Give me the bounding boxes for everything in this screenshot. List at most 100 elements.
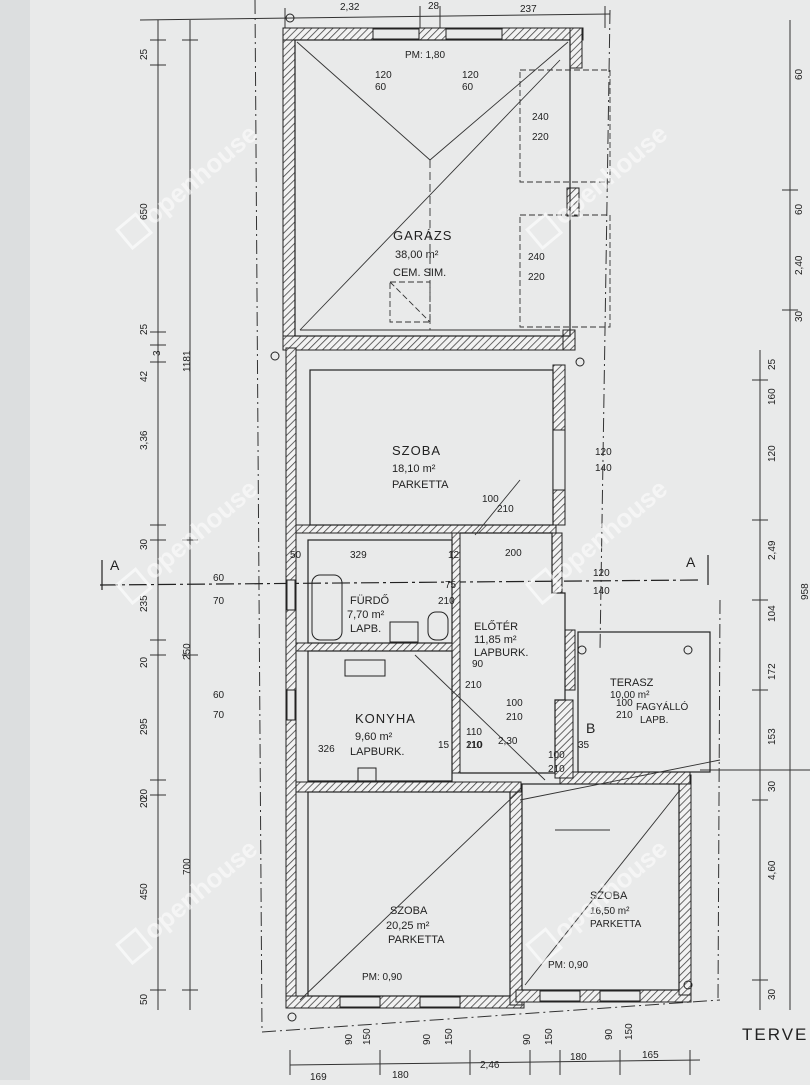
room-name: ELŐTÉR bbox=[474, 619, 518, 633]
room-hall: ELŐTÉR 11,85 m² LAPBURK. bbox=[474, 619, 528, 659]
svg-text:2,40: 2,40 bbox=[794, 255, 805, 275]
svg-text:100: 100 bbox=[548, 750, 565, 761]
svg-text:210: 210 bbox=[438, 596, 455, 607]
parapet-room-left: PM: 0,90 bbox=[362, 972, 402, 983]
svg-text:150: 150 bbox=[624, 1023, 635, 1040]
svg-text:25: 25 bbox=[139, 48, 150, 60]
room-area: 10,00 m² bbox=[610, 690, 650, 701]
svg-text:28: 28 bbox=[428, 1, 440, 12]
svg-text:15: 15 bbox=[438, 740, 450, 751]
svg-text:30: 30 bbox=[794, 310, 805, 322]
left-dimensions: 25 650 25 42 3 3,36 30 235 20 250 20 295… bbox=[139, 48, 193, 1005]
svg-text:240: 240 bbox=[528, 252, 545, 263]
kitchen-fixtures bbox=[344, 659, 386, 783]
room-floor: PARKETTA bbox=[392, 479, 449, 491]
room-area: 11,85 m² bbox=[474, 634, 517, 646]
room-bathroom: FÜRDŐ 7,70 m² LAPB. bbox=[347, 593, 390, 635]
section-b: B bbox=[586, 720, 595, 736]
room-name: GARÁZS bbox=[393, 228, 452, 243]
bottom-dimensions: 90 150 90 150 90 150 90 150 2,46 180 165… bbox=[310, 1023, 659, 1083]
svg-text:160: 160 bbox=[767, 388, 778, 405]
walls bbox=[282, 27, 692, 1009]
right-dimension-lines bbox=[700, 20, 810, 1010]
svg-text:172: 172 bbox=[767, 663, 778, 680]
room-bedroom-top: SZOBA 18,10 m² PARKETTA bbox=[392, 443, 449, 491]
title-fragment: TERVE bbox=[742, 1025, 808, 1044]
room-floor: LAPBURK. bbox=[474, 647, 528, 659]
svg-text:30: 30 bbox=[767, 988, 778, 1000]
room-bedroom-bottom-right: SZOBA 16,50 m² PARKETTA bbox=[590, 890, 642, 930]
svg-text:90: 90 bbox=[344, 1033, 355, 1045]
svg-text:75: 75 bbox=[445, 580, 457, 591]
svg-text:42: 42 bbox=[139, 370, 150, 382]
door-swings bbox=[299, 479, 721, 1001]
svg-text:110: 110 bbox=[466, 740, 482, 751]
svg-text:20: 20 bbox=[139, 656, 150, 668]
svg-text:30: 30 bbox=[139, 538, 150, 550]
svg-text:450: 450 bbox=[139, 883, 150, 900]
svg-text:650: 650 bbox=[139, 203, 150, 220]
room-garage: GARÁZS 38,00 m² CEM. SIM. bbox=[393, 228, 452, 279]
svg-text:100: 100 bbox=[616, 698, 633, 709]
svg-text:169: 169 bbox=[310, 1072, 327, 1080]
svg-text:20: 20 bbox=[139, 788, 150, 800]
svg-text:4,60: 4,60 bbox=[767, 860, 778, 880]
left-dimension-lines bbox=[150, 20, 198, 1010]
svg-text:220: 220 bbox=[528, 272, 545, 283]
svg-text:50: 50 bbox=[139, 993, 150, 1005]
room-area: 38,00 m² bbox=[395, 249, 439, 261]
room-floor: LAPB. bbox=[350, 623, 381, 635]
svg-text:2,46: 2,46 bbox=[480, 1060, 500, 1071]
svg-text:180: 180 bbox=[570, 1052, 587, 1063]
svg-text:70: 70 bbox=[213, 710, 225, 721]
room-name: SZOBA bbox=[590, 890, 628, 902]
svg-text:165: 165 bbox=[642, 1050, 659, 1061]
svg-text:1181: 1181 bbox=[182, 350, 193, 372]
svg-text:250: 250 bbox=[182, 643, 193, 660]
room-floor: PARKETTA bbox=[388, 934, 445, 946]
svg-text:2,32: 2,32 bbox=[340, 2, 360, 13]
garage-door-boxes bbox=[389, 69, 611, 328]
room-name: TERASZ bbox=[610, 677, 654, 689]
svg-text:12: 12 bbox=[448, 550, 460, 561]
room-area: 20,25 m² bbox=[386, 920, 430, 932]
svg-text:326: 326 bbox=[318, 744, 335, 755]
svg-text:2,30: 2,30 bbox=[498, 736, 518, 747]
garage-roof-lines bbox=[296, 41, 569, 331]
svg-text:150: 150 bbox=[444, 1028, 455, 1045]
room-bedroom-bottom-left: SZOBA 20,25 m² PARKETTA bbox=[386, 905, 445, 946]
svg-text:90: 90 bbox=[604, 1028, 615, 1040]
svg-text:210: 210 bbox=[616, 710, 633, 721]
svg-text:90: 90 bbox=[472, 659, 484, 670]
opening-labels: 120 60 120 60 240 220 240 220 120 140 10… bbox=[213, 70, 633, 775]
room-floor: FAGYÁLLÓ bbox=[636, 700, 688, 713]
svg-text:60: 60 bbox=[375, 82, 387, 93]
svg-text:3: 3 bbox=[152, 350, 163, 356]
svg-text:20: 20 bbox=[139, 796, 150, 808]
svg-text:30: 30 bbox=[767, 780, 778, 792]
room-name: KONYHA bbox=[355, 711, 416, 726]
svg-text:60: 60 bbox=[794, 203, 805, 215]
svg-text:70: 70 bbox=[213, 596, 225, 607]
markers bbox=[270, 13, 693, 1022]
svg-text:90: 90 bbox=[522, 1033, 533, 1045]
svg-text:35: 35 bbox=[578, 740, 590, 751]
svg-text:295: 295 bbox=[139, 718, 150, 735]
section-a-left: A bbox=[110, 557, 120, 573]
room-kitchen: KONYHA 9,60 m² LAPBURK. bbox=[350, 711, 416, 758]
room-floor: LAPBURK. bbox=[350, 746, 404, 758]
svg-text:210: 210 bbox=[506, 712, 523, 723]
svg-text:90: 90 bbox=[422, 1033, 433, 1045]
boundary-lines bbox=[254, 0, 721, 1033]
svg-text:210: 210 bbox=[465, 680, 482, 691]
svg-text:240: 240 bbox=[532, 112, 549, 123]
svg-text:150: 150 bbox=[362, 1028, 373, 1045]
svg-text:100: 100 bbox=[482, 494, 499, 505]
svg-text:60: 60 bbox=[462, 82, 474, 93]
svg-text:50: 50 bbox=[290, 550, 302, 561]
svg-text:104: 104 bbox=[767, 605, 778, 622]
svg-text:153: 153 bbox=[767, 728, 778, 745]
section-line-a bbox=[99, 555, 709, 590]
top-dimensions: 2,32 28 237 bbox=[340, 1, 537, 15]
